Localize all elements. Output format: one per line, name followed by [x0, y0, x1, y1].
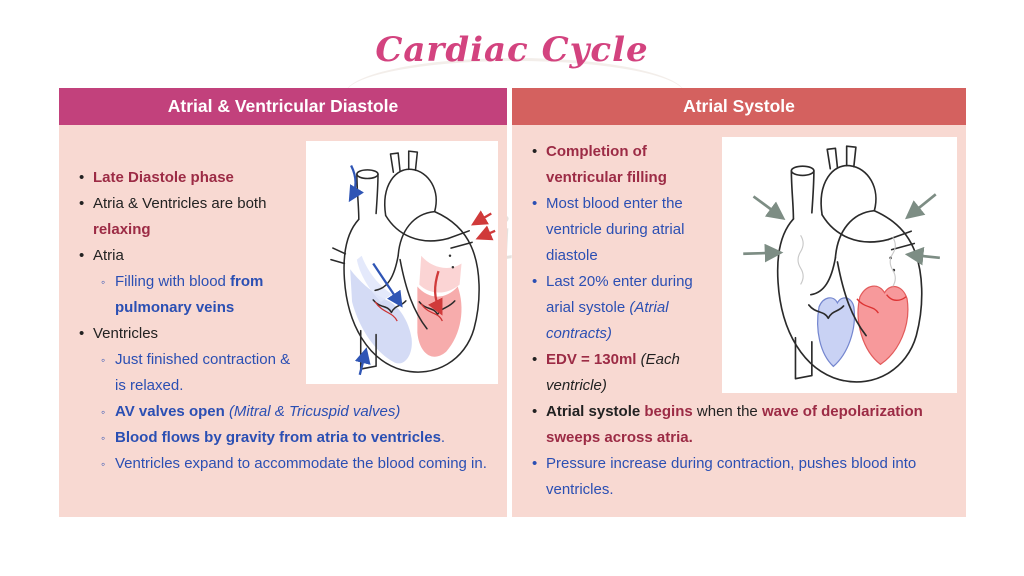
text-segment: Ventricles	[93, 325, 159, 342]
text-segment: (Mitral & Tricuspid valves)	[228, 403, 401, 420]
text-segment: Late Diastole phase	[93, 169, 234, 186]
bullet-list-diastole: • Late Diastole phase • Atria & Ventricles …	[67, 125, 498, 477]
bullet-item: • Atria & Ventricles are both relaxing	[67, 191, 498, 243]
gray-squeeze-arrow-icon	[743, 243, 784, 263]
text-segment: Last 20% enter during arial systole	[546, 273, 693, 316]
disc-bullet-marker: •	[532, 195, 538, 212]
circle-bullet-marker: ◦	[101, 405, 106, 419]
text-segment: begins	[644, 403, 697, 420]
disc-bullet-marker: •	[79, 195, 85, 212]
text-segment: Completion of ventricular filling	[546, 143, 667, 186]
bullet-item: • Atria	[67, 243, 498, 269]
text-segment: Just finished contraction & is relaxed.	[115, 351, 291, 394]
disc-bullet-marker: •	[79, 247, 85, 264]
circle-bullet-marker: ◦	[101, 353, 106, 367]
panel-atrial-systole: Atrial Systole	[512, 88, 966, 517]
disc-bullet-marker: •	[532, 455, 538, 472]
gray-squeeze-arrow-icon	[904, 246, 940, 266]
disc-bullet-marker: •	[79, 325, 85, 342]
bullet-list-systole: • Completion of ventricular filling • Most …	[520, 125, 957, 503]
circle-bullet-marker: ◦	[101, 275, 106, 289]
text-segment: Atria	[93, 247, 124, 264]
decorative-arc	[345, 58, 685, 131]
bullet-item: • Most blood enter the ventricle during a…	[520, 191, 957, 269]
blue-flow-arrow-icon	[372, 262, 403, 308]
circle-bullet-marker: ◦	[101, 431, 106, 445]
text-segment: relaxing	[93, 221, 151, 238]
text-segment: EDV = 130ml	[546, 351, 641, 368]
blue-inflow-arrow-icon	[348, 165, 364, 203]
bullet-item: • Last 20% enter during arial systole (At…	[520, 269, 957, 347]
bullet-item: • Pressure increase during contraction, p…	[520, 451, 957, 503]
text-segment: Atrial systole	[546, 403, 645, 420]
disc-bullet-marker: •	[532, 403, 538, 420]
text-segment: wave of depolarization sweeps across atr…	[546, 403, 923, 446]
text-segment: Most blood enter the ventricle during at…	[546, 195, 685, 264]
bullet-item: ◦ Ventricles expand to accommodate the bl…	[67, 451, 498, 477]
bullet-item: ◦ Blood flows by gravity from atria to ve…	[67, 425, 498, 451]
bullet-item: ◦ Just finished contraction & is relaxed.	[67, 347, 498, 399]
panel-atrial-ventricular-diastole: Atrial & Ventricular Diastole	[59, 88, 507, 517]
heart-diastole-filling-diagram	[330, 150, 496, 376]
bullet-item: • EDV = 130ml (Each ventricle)	[520, 347, 957, 399]
red-inflow-arrow-icon	[470, 210, 492, 226]
panel-header-systole: Atrial Systole	[512, 88, 966, 125]
blue-ivc-arrow-icon	[354, 347, 371, 376]
red-inflow-arrow-icon	[475, 225, 496, 241]
text-segment: (Each ventricle)	[546, 351, 680, 394]
gray-squeeze-arrow-icon	[904, 193, 937, 220]
heart-image-box-diastole	[306, 141, 498, 384]
panel-body-diastole: • Late Diastole phase • Atria & Ventricles …	[59, 125, 507, 517]
heart-atrial-contraction-diagram	[743, 145, 940, 383]
text-segment: Ventricles expand to accommodate the blo…	[115, 455, 487, 472]
panel-header-diastole: Atrial & Ventricular Diastole	[59, 88, 507, 125]
disc-bullet-marker: •	[532, 351, 538, 368]
text-segment: Atria & Ventricles are both	[93, 195, 267, 212]
page-title: Cardiac Cycle	[375, 30, 649, 70]
panel-body-systole: • Completion of ventricular filling • Most …	[512, 125, 966, 517]
bullet-item: • Completion of ventricular filling	[520, 139, 957, 191]
heart-image-box-systole	[722, 137, 957, 393]
circle-bullet-marker: ◦	[101, 457, 106, 471]
bullet-item: ◦ Filling with blood from pulmonary veins	[67, 269, 498, 321]
bullet-item: • Ventricles	[67, 321, 498, 347]
red-flow-arrow-icon	[428, 270, 443, 316]
text-segment: Pressure increase during contraction, pu…	[546, 455, 917, 498]
bullet-item: ◦ AV valves open (Mitral & Tricuspid valv…	[67, 399, 498, 425]
text-segment: Filling with blood	[115, 273, 231, 290]
disc-bullet-marker: •	[532, 273, 538, 290]
text-segment: when the	[696, 403, 762, 420]
text-segment: .	[440, 429, 446, 446]
disc-bullet-marker: •	[532, 143, 538, 160]
text-segment: (Atrial contracts)	[546, 299, 669, 342]
bullet-item: • Late Diastole phase	[67, 165, 498, 191]
gray-squeeze-arrow-icon	[752, 195, 786, 221]
disc-bullet-marker: •	[79, 169, 85, 186]
text-segment: from pulmonary veins	[115, 273, 264, 316]
bullet-item: • Atrial systole begins when the wave of …	[520, 399, 957, 451]
text-segment: AV valves open	[115, 403, 229, 420]
text-segment: Blood flows by gravity from atria to ven…	[115, 429, 441, 446]
